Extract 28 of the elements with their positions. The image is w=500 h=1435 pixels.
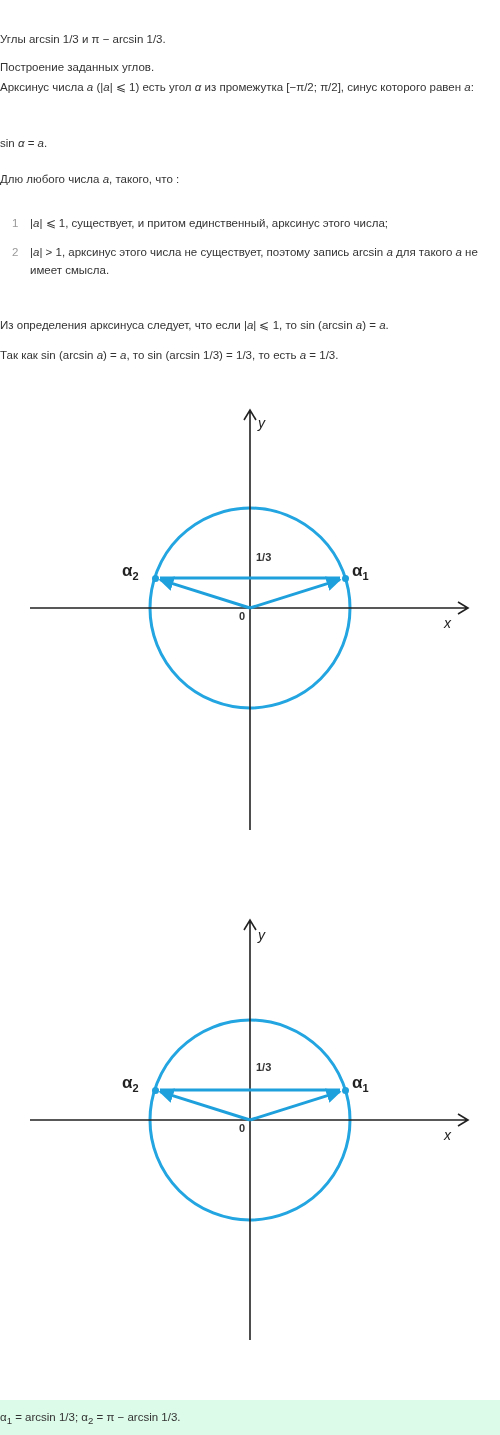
list-number: 1 xyxy=(12,216,19,231)
sentence: Длю любого числа a, такого, что : xyxy=(0,172,180,187)
chord-line xyxy=(160,576,340,580)
angle-label: α$_{1}$ xyxy=(352,1074,369,1097)
arrow xyxy=(158,1088,251,1122)
formula: α$_{1}$ = arcsin 1/3; α$_{2}$ = π − arcsin 1/3. xyxy=(0,1410,181,1429)
list-item: |a| ⩽ 1, существует, и притом единственный, арксинус этого числа; xyxy=(30,216,388,231)
axis-label: x xyxy=(444,614,451,632)
angle-label: α$_{1}$ xyxy=(352,562,369,585)
list-item: |a| > 1, арксинус этого числа не существует, поэтому запись arcsin a для такого a не имеет смысла. xyxy=(30,245,479,278)
heading: Построение заданных углов. xyxy=(0,60,155,75)
paragraph: Арксинус числа a (|a| ⩽ 1) есть угол α из промежутка [−π/2; π/2], синус которого равен a: xyxy=(0,80,474,95)
angle-label: α$_{2}$ xyxy=(122,562,139,585)
axis-label: y xyxy=(258,926,265,944)
chord-line xyxy=(160,1088,340,1092)
list-number: 2 xyxy=(12,245,19,260)
arrow xyxy=(249,1088,342,1122)
axis-label: x xyxy=(444,1126,451,1144)
sentence: Из определения арксинуса следует, что если |a| ⩽ 1, то sin (arcsin a) = a. xyxy=(0,318,389,333)
angle-label: α$_{2}$ xyxy=(122,1074,139,1097)
arrow xyxy=(158,576,251,610)
sentence: Углы arcsin 1/3 и π − arcsin 1/3. xyxy=(0,32,166,47)
formula: sin α = a. xyxy=(0,136,48,151)
origin-label: 0 xyxy=(234,1120,250,1136)
sentence: Так как sin (arcsin a) = a, то sin (arcsin 1/3) = 1/3, то есть a = 1/3. xyxy=(0,348,339,363)
axis-label: y xyxy=(258,414,265,432)
arrow xyxy=(249,576,342,610)
origin-label: 0 xyxy=(234,608,250,624)
